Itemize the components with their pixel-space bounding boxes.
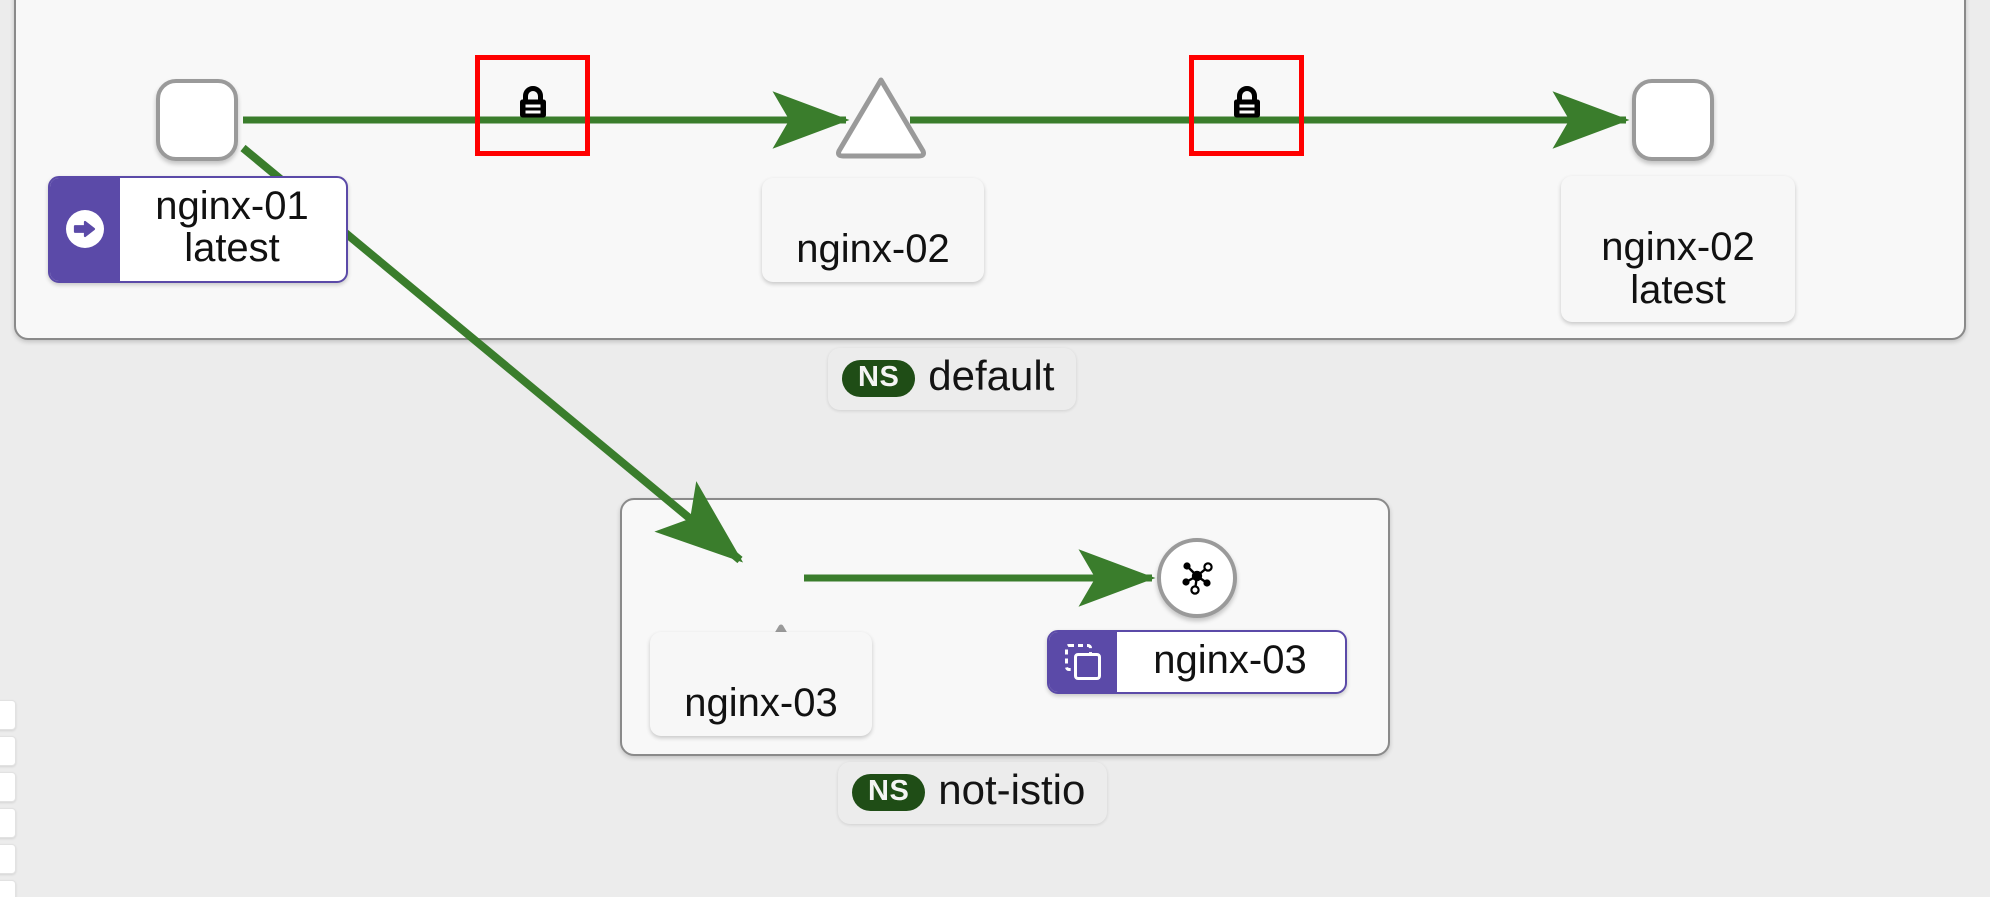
- node-label-nginx-02-service[interactable]: nginx-02: [762, 178, 984, 282]
- duplicate-squares-icon: [1049, 632, 1117, 693]
- node-label-nginx-01-text: nginx-01 latest: [155, 184, 309, 271]
- node-label-nginx-03-workload[interactable]: nginx-03: [1047, 630, 1347, 695]
- node-nginx-01-workload[interactable]: [156, 79, 238, 161]
- zoom-out-icon[interactable]: [0, 772, 16, 802]
- node-label-nginx-03-service[interactable]: nginx-03: [650, 632, 872, 736]
- namespace-prefix-badge: NS: [852, 773, 926, 811]
- graph-toolbar[interactable]: [0, 700, 16, 897]
- node-nginx-02-service[interactable]: [833, 74, 929, 160]
- namespace-badge-not-istio[interactable]: NS not-istio: [838, 762, 1108, 824]
- zoom-in-icon[interactable]: [0, 736, 16, 766]
- lock-icon: [1229, 83, 1265, 128]
- node-nginx-02-workload[interactable]: [1632, 79, 1714, 161]
- mtls-marker-1[interactable]: [475, 55, 590, 156]
- node-label-nginx-02-service-text: nginx-02: [796, 227, 950, 272]
- node-label-nginx-03-workload-text: nginx-03: [1153, 638, 1307, 682]
- node-label-nginx-01[interactable]: nginx-01 latest: [48, 176, 348, 283]
- lock-icon: [515, 83, 551, 128]
- mtls-marker-2[interactable]: [1189, 55, 1304, 156]
- settings-icon[interactable]: [0, 880, 16, 897]
- node-label-nginx-02-workload-text: nginx-02 latest: [1601, 225, 1755, 312]
- namespace-badge-default[interactable]: NS default: [828, 348, 1077, 410]
- edge-selection-box: [1189, 55, 1304, 156]
- namespace-prefix-badge: NS: [842, 359, 916, 397]
- cluster-node-icon: [1175, 554, 1219, 603]
- node-label-nginx-03-service-text: nginx-03: [684, 681, 838, 726]
- namespace-name: not-istio: [938, 766, 1086, 813]
- node-label-nginx-02-workload[interactable]: nginx-02 latest: [1561, 176, 1795, 323]
- zoom-fit-icon[interactable]: [0, 700, 16, 730]
- legend-icon[interactable]: [0, 844, 16, 874]
- edge-selection-box: [475, 55, 590, 156]
- node-nginx-03-workload[interactable]: [1157, 538, 1237, 618]
- namespace-name: default: [928, 352, 1055, 399]
- layout-icon[interactable]: [0, 808, 16, 838]
- ingress-arrow-icon: [50, 178, 120, 281]
